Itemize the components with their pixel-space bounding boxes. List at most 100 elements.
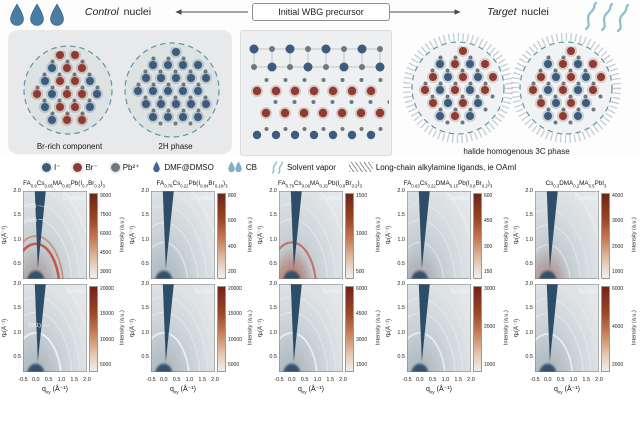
x-tick: 0.0 bbox=[287, 377, 296, 383]
br-rich-label: Br-rich component bbox=[36, 142, 103, 151]
y-tick: 1.5 bbox=[397, 305, 405, 312]
svg-text:Target: Target bbox=[450, 288, 469, 295]
x-tick: 1.0 bbox=[313, 377, 322, 383]
y-tick: 0.5 bbox=[525, 354, 533, 361]
colorbar-tick: 4500 bbox=[100, 250, 112, 256]
colorbar-tick: 10000 bbox=[100, 336, 114, 343]
svg-text:Control: Control bbox=[447, 195, 469, 202]
colorbar-tick: 6000 bbox=[100, 231, 112, 237]
colorbar-tick: 15000 bbox=[228, 311, 242, 318]
svg-text:(111): (111) bbox=[25, 204, 37, 210]
detector-image: Control bbox=[279, 191, 343, 279]
colorbar-tick: 4000 bbox=[612, 324, 624, 330]
x-tick: -0.5 bbox=[18, 377, 28, 383]
legend-item: I⁻ bbox=[42, 162, 60, 172]
svg-text:(001): (001) bbox=[28, 323, 41, 329]
legend-label: Long-chain alkylamine ligands, ie OAmI bbox=[375, 162, 517, 172]
y-tick: 1.0 bbox=[269, 329, 277, 336]
x-tick: 1.0 bbox=[185, 377, 194, 383]
colorbar bbox=[345, 193, 354, 279]
colorbar-label: Intensity (a.u.) bbox=[247, 217, 254, 253]
colorbar-tick: 3000 bbox=[484, 286, 496, 292]
y-tick: 0.5 bbox=[269, 261, 277, 268]
bromide-circle bbox=[73, 162, 83, 172]
y-tick: 1.0 bbox=[397, 236, 405, 243]
colorbar bbox=[345, 286, 354, 372]
detector-image: Control bbox=[151, 191, 215, 279]
x-tick: 0.0 bbox=[31, 377, 40, 383]
legend-label: DMF@DMSO bbox=[164, 162, 214, 172]
2h-phase-label: 2H phase bbox=[158, 142, 193, 151]
x-tick: 2.0 bbox=[595, 377, 603, 383]
composition-title: FA0.9Cs0.05MA0.05Pb(I0.7Br0.3)3 bbox=[23, 180, 105, 189]
x-tick: 1.0 bbox=[569, 377, 578, 383]
x-tick: 0.5 bbox=[44, 377, 53, 383]
y-tick: 1.5 bbox=[13, 212, 21, 219]
x-tick: 0.0 bbox=[543, 377, 552, 383]
x-tick: 0.5 bbox=[172, 377, 181, 383]
lead-circle bbox=[110, 162, 120, 172]
x-tick: -0.5 bbox=[530, 377, 540, 383]
precursor-panel bbox=[240, 30, 392, 156]
svg-text:Target: Target bbox=[578, 288, 597, 295]
legend-item: CB bbox=[227, 161, 257, 174]
precursor-label-box: Initial WBG precursor bbox=[252, 3, 390, 21]
colorbar-tick: 4500 bbox=[356, 311, 368, 318]
svg-text:Control: Control bbox=[575, 195, 597, 202]
control-nuclei-title: Control nuclei bbox=[58, 6, 178, 18]
y-tick: 1.0 bbox=[13, 329, 21, 336]
colorbar-tick: 20000 bbox=[228, 286, 242, 292]
precursor-lattice-illustration bbox=[249, 44, 392, 140]
composition-title: FA0.78Cs0.22Pb(I0.84Br0.16)3 bbox=[156, 180, 228, 189]
y-tick: 1.0 bbox=[397, 329, 405, 336]
x-tick: -0.5 bbox=[146, 377, 156, 383]
colorbar-tick: 200 bbox=[228, 269, 237, 275]
x-tick: 2.0 bbox=[467, 377, 475, 383]
y-tick: 2.0 bbox=[141, 188, 149, 194]
colorbar-tick: 150 bbox=[484, 269, 493, 275]
legend-item: Long-chain alkylamine ligands, ie OAmI bbox=[348, 162, 517, 172]
colorbar-label: Intensity (a.u.) bbox=[375, 310, 382, 346]
composition-title: FA0.79Cs0.06MA0.15Pb(I0.8Br0.2)3 bbox=[277, 180, 362, 189]
x-tick: 0.5 bbox=[300, 377, 309, 383]
antisolvent-droplets-icon bbox=[10, 3, 64, 26]
x-tick: -0.5 bbox=[402, 377, 412, 383]
ligand-hatch-icon bbox=[348, 162, 373, 172]
x-tick: 0.0 bbox=[159, 377, 168, 383]
y-tick: 1.0 bbox=[269, 236, 277, 243]
colorbar-tick: 3000 bbox=[612, 218, 624, 225]
target-word: Target bbox=[487, 6, 517, 18]
nuclei-word: nuclei bbox=[518, 6, 549, 18]
y-tick: 1.5 bbox=[141, 212, 149, 219]
y-tick: 1.0 bbox=[525, 329, 533, 336]
colorbar-label: Intensity (a.u.) bbox=[631, 310, 638, 346]
colorbar-tick: 6000 bbox=[356, 286, 368, 292]
composition-title: Cs0.3DMA0.2MA0.5PbI3 bbox=[545, 180, 607, 189]
y-tick: 0.5 bbox=[13, 354, 21, 361]
colorbar-tick: 5000 bbox=[228, 362, 240, 368]
colorbar bbox=[89, 193, 98, 279]
colorbar bbox=[473, 193, 482, 279]
y-tick: 0.5 bbox=[13, 261, 21, 268]
colorbar-tick: 5000 bbox=[100, 362, 112, 368]
svg-text:Target: Target bbox=[322, 288, 341, 295]
detector-image: Target bbox=[407, 284, 471, 372]
